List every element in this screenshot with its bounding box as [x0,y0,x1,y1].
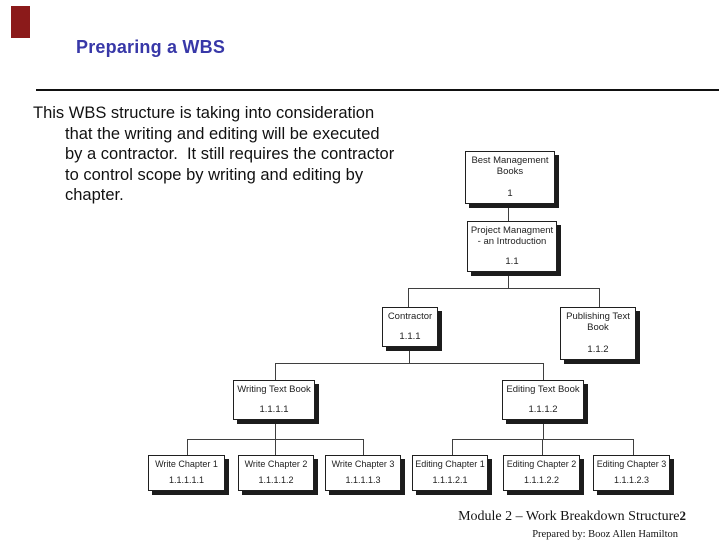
node-label-line: Write Chapter 1 [155,459,218,469]
node-label-line: Editing Chapter 2 [506,459,577,469]
connector-line [275,420,276,439]
node-label-line: Books [496,166,524,177]
connector-line [408,288,409,307]
connector-line [542,439,543,455]
node-label-line: Project Managment [470,225,554,236]
body-paragraph: This WBS structure is taking into consid… [33,103,453,206]
wbs-node-1-1-1-1-3: Write Chapter 3 1.1.1.1.3 [325,455,401,491]
node-code: 1 [507,188,513,199]
connector-line [187,439,188,455]
body-line: This WBS structure is taking into consid… [33,104,375,122]
connector-line [275,439,276,455]
footer-module-label: Module 2 – Work Breakdown Structure [458,509,680,524]
wbs-node-1-1-1: Contractor 1.1.1 [382,307,438,347]
node-code: 1.1.1.2.1 [432,475,468,485]
wbs-node-1-1-1-1: Writing Text Book 1.1.1.1 [233,380,315,420]
connector-line [452,439,453,455]
slide-footer: Module 2 – Work Breakdown Structure2 Pre… [458,507,686,541]
node-label-line: Contractor [387,311,433,322]
connector-line [275,363,276,380]
node-code: 1.1.2 [587,344,609,355]
body-line: chapter. [65,186,124,204]
wbs-node-1-1-1-1-1: Write Chapter 1 1.1.1.1.1 [148,455,225,491]
node-label-line: Write Chapter 3 [331,459,395,469]
node-label-line: Writing Text Book [237,384,311,395]
connector-line [543,363,544,380]
node-code: 1.1.1.1.2 [258,475,294,485]
body-line: to control scope by writing and editing … [65,165,364,184]
connector-line [633,439,634,455]
node-label-line: - an Introduction [477,236,547,247]
node-code: 1.1.1.1 [259,404,289,415]
red-accent-mark [11,6,30,38]
node-code: 1.1.1.1.1 [168,475,205,485]
connector-line [408,288,600,289]
node-label-line: Book [587,322,609,333]
connector-line [508,204,509,221]
wbs-node-1-1-1-2-1: Editing Chapter 1 1.1.1.2.1 [412,455,488,491]
connector-line [543,420,544,439]
connector-line [508,272,509,288]
wbs-node-1-1-2: Publishing Text Book 1.1.2 [560,307,636,360]
node-code: 1.1.1 [399,331,421,342]
wbs-node-1-1-1-2-3: Editing Chapter 3 1.1.1.2.3 [593,455,670,491]
body-line: by a contractor. It still requires the c… [65,145,395,163]
node-label-line: Write Chapter 2 [244,459,308,469]
connector-line [363,439,364,455]
node-code: 1.1.1.2.3 [613,475,650,485]
footer-prepared-by: Prepared by: Booz Allen Hamilton [532,529,678,540]
node-label-line: Editing Chapter 1 [415,459,485,469]
wbs-node-1-1: Project Managment - an Introduction 1.1 [467,221,557,272]
node-label-line: Best Management [471,155,549,166]
page-number: 2 [679,508,687,523]
wbs-node-1-1-1-2: Editing Text Book 1.1.1.2 [502,380,584,420]
slide-title: Preparing a WBS [76,37,226,57]
node-code: 1.1.1.1.3 [345,475,381,485]
body-line: that the writing and editing will be exe… [65,124,380,143]
connector-line [275,363,544,364]
node-code: 1.1.1.2.2 [523,475,560,485]
connector-line [599,288,600,307]
node-label-line: Editing Text Book [506,384,580,395]
node-code: 1.1 [505,256,519,267]
node-label-line: Publishing Text [566,311,630,322]
node-label-line: Editing Chapter 3 [596,459,667,469]
node-code: 1.1.1.2 [528,404,558,415]
wbs-node-1-1-1-1-2: Write Chapter 2 1.1.1.1.2 [238,455,314,491]
footer-module-title: Module 2 – Work Breakdown Structure2 [458,507,686,526]
wbs-node-1: Best Management Books 1 [465,151,555,204]
title-divider-line [36,89,719,91]
wbs-node-1-1-1-2-2: Editing Chapter 2 1.1.1.2.2 [503,455,580,491]
connector-line [409,347,410,363]
